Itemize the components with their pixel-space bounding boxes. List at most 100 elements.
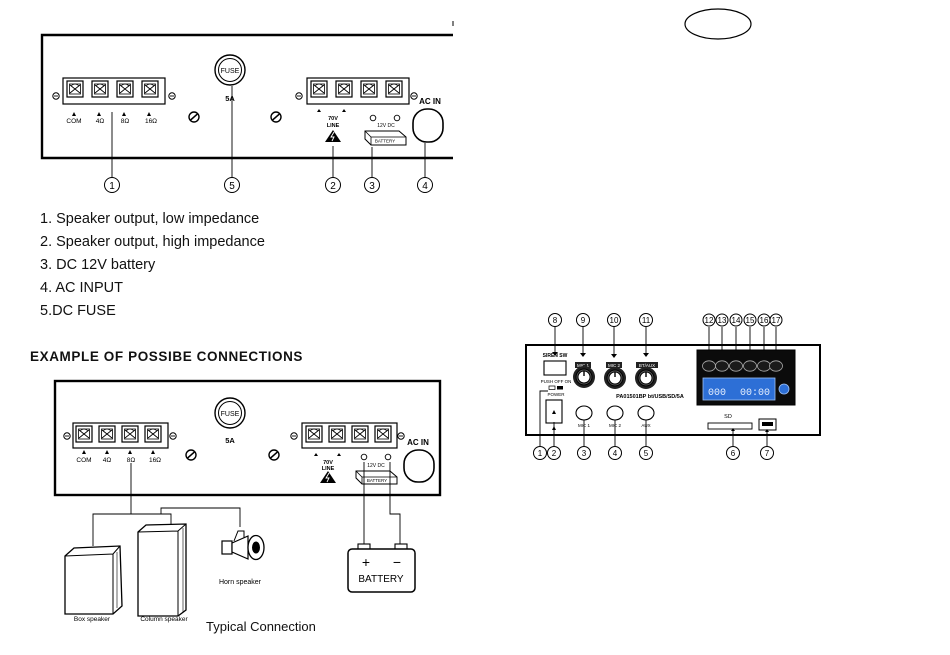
bt-aux-volume-knob [634,366,658,390]
media-button-icon [702,360,716,372]
legend-item: 1. Speaker output, low impedance [40,211,260,227]
line-label: LINE [327,123,340,129]
box-speaker-label: Box speaker [74,616,111,623]
horn-speaker-label: Horn speaker [219,579,262,586]
fuse-holder: FUSE 5A [214,397,246,445]
acin-label: AC IN [419,97,441,106]
callout-number: 2 [330,181,336,192]
callout-number: 3 [582,449,587,458]
lcd-track-readout: 000 [708,388,726,399]
callout-number: 16 [760,316,769,325]
screw-icon [169,432,177,440]
terminal-label: 8Ω [127,457,136,464]
aux-jack [637,405,655,421]
power-label: POWER [547,392,565,397]
push-off-on-label: PUSH OFF ON [541,379,572,384]
callout-number: 9 [581,316,586,325]
callout-number: 10 [610,316,619,325]
ir-sensor-icon [778,383,790,395]
mic2-jack [606,405,624,421]
mic2-volume-knob [603,366,627,390]
figure-caption: Typical Connection [206,619,316,634]
terminal-label: 16Ω [145,118,157,125]
screw-icon [295,92,303,100]
section-heading: EXAMPLE OF POSSIBE CONNECTIONS [30,349,304,364]
page-number-oval [684,8,752,40]
legend-item: 5.DC FUSE [40,303,116,319]
mount-screw-icon [268,449,280,461]
callout-number: 13 [718,316,727,325]
callout-number: 6 [731,449,736,458]
siren-sw-label: SIREN SW [543,353,568,359]
callout-number: 1 [109,181,115,192]
callout-markers: 1 5 2 3 4 [104,177,433,193]
rear-panel-top: COM 4Ω 8Ω 16Ω FUSE 5A 70V LINE 12V DC [40,21,454,193]
callout-number: 4 [613,449,618,458]
line-label: 70V [328,116,338,122]
low-impedance-terminal-block: COM 4Ω 8Ω 16Ω [62,77,166,125]
screw-icon [52,92,60,100]
callout-number: 4 [422,181,428,192]
dc-label: 12V DC [377,123,395,129]
fuse-label: FUSE [221,411,240,418]
mic1-knob-text: MIC 1 [577,363,589,368]
sd-label: SD [724,414,732,420]
column-speaker-icon: Column speaker [137,523,188,623]
model-label: PA01501BP bt/USB/SD/5A [616,394,684,400]
high-impedance-terminal-block: 70V LINE 12V DC BATTERY [306,77,410,146]
acin-label: AC IN [407,438,429,447]
mic1-jack [575,405,593,421]
callout-number: 12 [705,316,714,325]
battery-panel-label: BATTERY [375,139,395,144]
fuse-label: FUSE [221,68,240,75]
callout-number: 8 [553,316,558,325]
mount-screw-icon [188,111,200,123]
ac-inlet: AC IN [412,97,444,143]
battery-minus-sign: − [393,554,401,570]
screw-icon [290,432,298,440]
legend-item: 3. DC 12V battery [40,257,156,273]
mic1-volume-knob [572,365,596,389]
line-label: 70V [323,460,333,466]
terminal-label: COM [66,118,81,125]
battery-icon: + − BATTERY [347,543,416,593]
box-speaker-icon: Box speaker [64,545,123,623]
column-speaker-label: Column speaker [140,616,188,623]
top-callouts: 8 9 10 11 12 13 14 15 16 17 [548,313,783,327]
terminal-label: 4Ω [103,457,112,464]
callout-number: 5 [644,449,649,458]
bt-aux-knob-label: BT/AUX [639,363,655,368]
callout-number: 2 [552,449,557,458]
callout-number: 15 [746,316,755,325]
callout-number: 17 [772,316,781,325]
screw-icon [168,92,176,100]
callout-number: 5 [229,181,235,192]
callout-number: 3 [369,181,375,192]
screw-icon [397,432,405,440]
media-button-icon [757,360,771,372]
ac-inlet: AC IN [403,438,435,483]
siren-switch [543,360,567,376]
terminal-label: 16Ω [149,457,161,464]
wiring [92,462,401,546]
legend-list: 1. Speaker output, low impedance 2. Spea… [40,208,265,323]
high-impedance-terminal-block: 70V LINE 12V DC BATTERY [301,422,398,485]
media-button-icon [715,360,729,372]
fuse-rating: 5A [225,436,235,445]
legend-item: 4. AC INPUT [40,280,123,296]
low-impedance-terminal-block: COM 4Ω 8Ω 16Ω [72,422,169,464]
dc-label: 12V DC [367,463,385,469]
media-button-icon [769,360,783,372]
battery-panel-label: BATTERY [367,478,387,483]
battery-label: BATTERY [358,574,404,585]
line-label: LINE [322,466,335,472]
media-button-icon [743,360,757,372]
media-button-icon [729,360,743,372]
mount-screw-icon [185,449,197,461]
screw-icon [410,92,418,100]
callout-number: 1 [538,449,543,458]
callout-number: 11 [642,316,651,325]
legend-item: 2. Speaker output, high impedance [40,234,265,250]
terminal-label: COM [76,457,91,464]
